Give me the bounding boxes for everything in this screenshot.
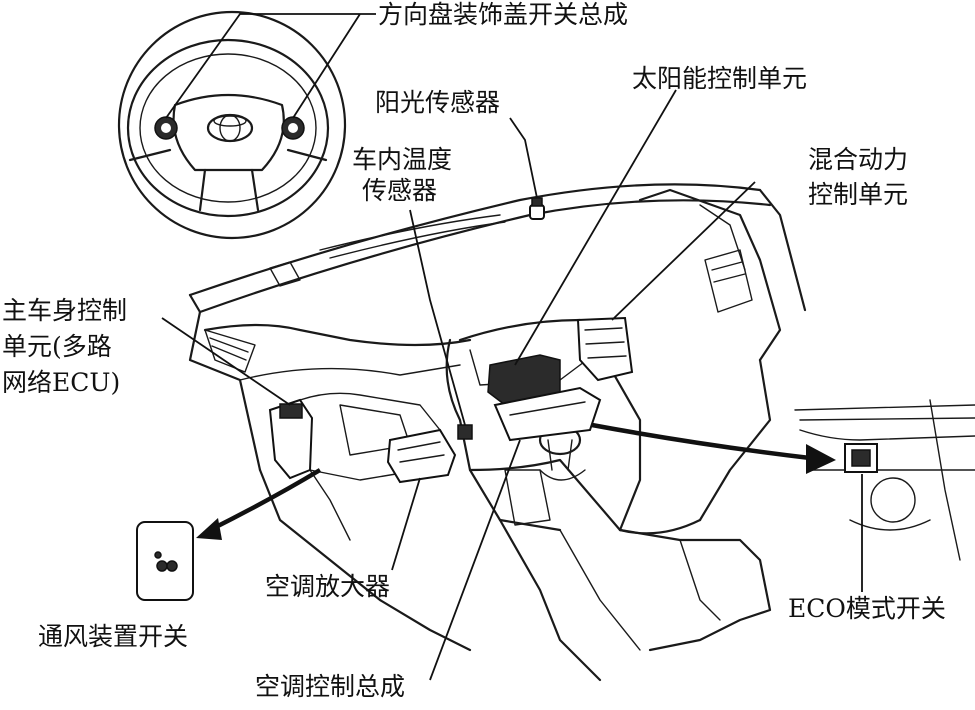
label-ac-control-assembly: 空调控制总成 xyxy=(255,672,406,701)
label-main-body-ecu-line2: 单元(多路 xyxy=(2,332,112,361)
label-main-body-ecu-line1: 主车身控制 xyxy=(2,296,128,325)
label-steering-switch: 方向盘装饰盖开关总成 xyxy=(378,0,629,29)
label-vent-switch: 通风装置开关 xyxy=(38,622,189,651)
label-ac-amplifier: 空调放大器 xyxy=(265,572,391,601)
label-cabin-temp-sensor-line2: 传感器 xyxy=(362,176,438,205)
label-hybrid-control-line2: 控制单元 xyxy=(808,180,909,209)
leader-lines xyxy=(161,13,863,681)
arrows xyxy=(196,422,836,540)
label-solar-control-unit: 太阳能控制单元 xyxy=(632,64,808,93)
label-sun-sensor: 阳光传感器 xyxy=(375,88,501,117)
label-hybrid-control-line1: 混合动力 xyxy=(808,145,909,174)
label-cabin-temp-sensor-line1: 车内温度 xyxy=(352,145,453,174)
steering-wheel-inset xyxy=(117,10,347,240)
label-eco-mode-switch: ECO模式开关 xyxy=(788,594,946,623)
label-main-body-ecu-line3: 网络ECU) xyxy=(2,368,121,397)
components xyxy=(136,197,975,601)
